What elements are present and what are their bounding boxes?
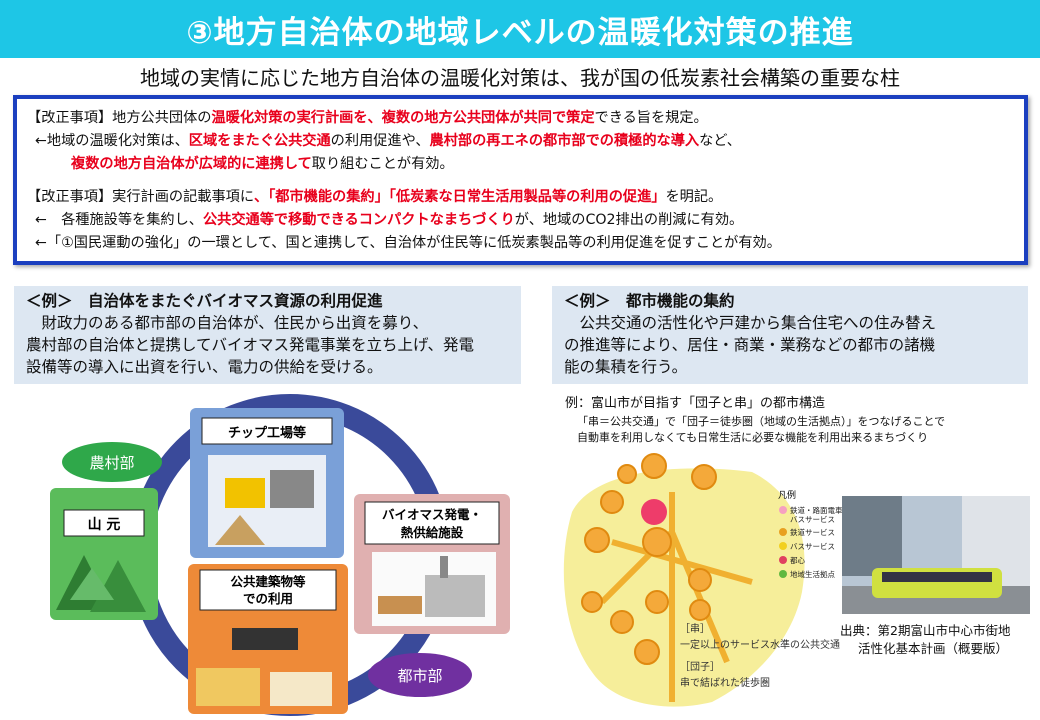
urban-label: 都市部 — [397, 667, 442, 685]
legend-swatch — [779, 528, 787, 536]
note-kushi-label: ［串］ — [680, 623, 710, 635]
city-area — [563, 468, 805, 707]
biomass-label-1: バイオマス発電・ — [382, 507, 482, 522]
biomass-label-2: 熱供給施設 — [401, 525, 464, 540]
revision2-line3: ←「①国民運動の強化」の一環として、国と連携して、自治体が住民等に低炭素製品等の… — [35, 235, 781, 251]
revision2-line1: 【改正事項】実行計画の記載事項に、「都市機能の集約」「低炭素な日常生活用製品等の… — [27, 189, 723, 205]
node-circle — [617, 464, 637, 484]
public-label-1: 公共建築物等 — [230, 574, 306, 589]
node-circle — [642, 527, 672, 557]
source-citation: 出典：第2期富山市中心市街地 活性化基本計画（概要版） — [840, 622, 1010, 658]
note-dango-label: ［団子］ — [680, 661, 720, 673]
toyama-description: 「串＝公共交通」で「団子＝徒歩圏（地域の生活拠点）」をつなげることで 自動車を利… — [577, 414, 945, 446]
chip-pile-icon — [215, 515, 265, 545]
revision1-line3: 複数の地方自治体が広域的に連携して取り組むことが有効。 — [71, 156, 454, 172]
note-dango-desc: 串で結ばれた徒歩圏 — [680, 676, 770, 689]
toyama-caption: 例：富山市が目指す「団子と串」の都市構造 — [565, 396, 826, 411]
revision2-line2: ← 各種施設等を集約し、公共交通等で移動できるコンパクトなまちづくりが、地域のC… — [35, 212, 744, 228]
toyama-city-map: ［串］ 一定以上のサービス水準の公共交通 ［団子］ 串で結ばれた徒歩圏 — [563, 453, 840, 707]
chipper-icon — [270, 470, 314, 508]
legend-item-0b: バスサービス — [790, 515, 835, 524]
legend-title: 凡例 — [778, 489, 796, 501]
legend-item-0: 鉄道・路面電車・ — [790, 505, 848, 515]
example-compact-city-box: ＜例＞ 都市機能の集約 公共交通の活性化や戸建から集合住宅への住み替え の推進等… — [552, 286, 1028, 384]
revision1-line1: 【改正事項】地方公共団体の温暖化対策の実行計画を、複数の地方公共団体が共同で策定… — [27, 110, 708, 126]
chip-factory-label: チップ工場等 — [228, 425, 306, 441]
title-bar: ③地方自治体の地域レベルの温暖化対策の推進 — [0, 0, 1040, 58]
page-subtitle: 地域の実情に応じた地方自治体の温暖化対策は、我が国の低炭素社会構築の重要な柱 — [140, 66, 900, 90]
node-circle — [691, 464, 717, 490]
rural-label: 農村部 — [89, 454, 134, 472]
legend-item-1: 鉄道サービス — [790, 527, 835, 537]
node-circle — [641, 453, 667, 479]
node-circle — [610, 610, 634, 634]
node-circle — [581, 591, 603, 613]
legend-swatch — [779, 570, 787, 578]
legend-item-3: 都心 — [790, 556, 805, 565]
example-compact-line2: の推進等により、居住・商業・業務などの都市の諸機 — [564, 336, 936, 354]
mountain-panel: 山 元 — [50, 488, 158, 620]
plant-building-icon — [425, 575, 485, 617]
node-circle — [600, 490, 624, 514]
tree-icon — [70, 568, 114, 600]
rural-badge — [62, 442, 162, 482]
tram-photo — [842, 496, 1030, 614]
excavator-icon — [225, 478, 265, 508]
node-circle — [645, 590, 669, 614]
wood-pile-icon — [378, 596, 422, 614]
house-icon — [196, 668, 260, 706]
node-circle — [689, 599, 711, 621]
example-biomass-line1: 財政力のある都市部の自治体が、住民から出資を募り、 — [26, 314, 429, 332]
city-center-node — [641, 499, 667, 525]
tram-windows — [882, 572, 992, 582]
train-icon — [232, 628, 298, 650]
public-label-2: での利用 — [243, 591, 293, 606]
chip-factory-panel: チップ工場等 — [190, 408, 344, 558]
urban-badge — [368, 653, 472, 697]
legend-item-4: 地域生活拠点 — [790, 569, 835, 579]
example-compact-heading: ＜例＞ 都市機能の集約 — [564, 292, 735, 310]
mountain-label: 山 元 — [88, 517, 121, 533]
note-kushi-desc: 一定以上のサービス水準の公共交通 — [680, 638, 840, 651]
biomass-cycle-diagram: 農村部 都市部 山 元 チップ工場等 バイオマス発電・ 熱供給施設 公共建築物等 — [50, 394, 510, 716]
node-circle — [688, 568, 712, 592]
toyama-desc-line2: 自動車を利用しなくても日常生活に必要な機能を利用出来るまちづくり — [577, 431, 929, 444]
legend-swatch — [779, 542, 787, 550]
source-line1: 出典：第2期富山市中心市街地 — [840, 623, 1011, 638]
example-biomass-heading: ＜例＞ 自治体をまたぐバイオマス資源の利用促進 — [26, 292, 383, 310]
legend-item-2: バスサービス — [790, 542, 835, 551]
page-title: ③地方自治体の地域レベルの温暖化対策の推進 — [186, 14, 854, 51]
toyama-desc-line1: 「串＝公共交通」で「団子＝徒歩圏（地域の生活拠点）」をつなげることで — [577, 415, 946, 428]
public-buildings-panel: 公共建築物等 での利用 — [188, 564, 348, 714]
revision1-line2: ←地域の温暖化対策は、区域をまたぐ公共交通の利用促進や、農村部の再エネの都市部で… — [35, 133, 741, 149]
rail-line — [599, 526, 730, 664]
example-compact-line1: 公共交通の活性化や戸建から集合住宅への住み替え — [564, 314, 937, 332]
node-circle — [634, 639, 660, 665]
chimney-icon — [440, 556, 448, 578]
example-biomass-box: ＜例＞ 自治体をまたぐバイオマス資源の利用促進 財政力のある都市部の自治体が、住… — [14, 286, 521, 384]
map-legend: 凡例 鉄道・路面電車・ バスサービス 鉄道サービス バスサービス 都心 地域生活… — [778, 489, 848, 579]
legend-swatch — [779, 506, 787, 514]
example-compact-line3: 能の集積を行う。 — [564, 358, 688, 376]
revision-box: 【改正事項】地方公共団体の温暖化対策の実行計画を、複数の地方公共団体が共同で策定… — [13, 95, 1028, 265]
node-circle — [584, 527, 610, 553]
example-biomass-line2: 農村部の自治体と提携してバイオマス発電事業を立ち上げ、発電 — [26, 336, 474, 354]
example-biomass-line3: 設備等の導入に出資を行い、電力の供給を受ける。 — [26, 358, 383, 376]
biomass-plant-panel: バイオマス発電・ 熱供給施設 — [354, 494, 510, 634]
source-line2: 活性化基本計画（概要版） — [858, 641, 1009, 656]
house-icon — [270, 672, 332, 706]
legend-swatch — [779, 556, 787, 564]
